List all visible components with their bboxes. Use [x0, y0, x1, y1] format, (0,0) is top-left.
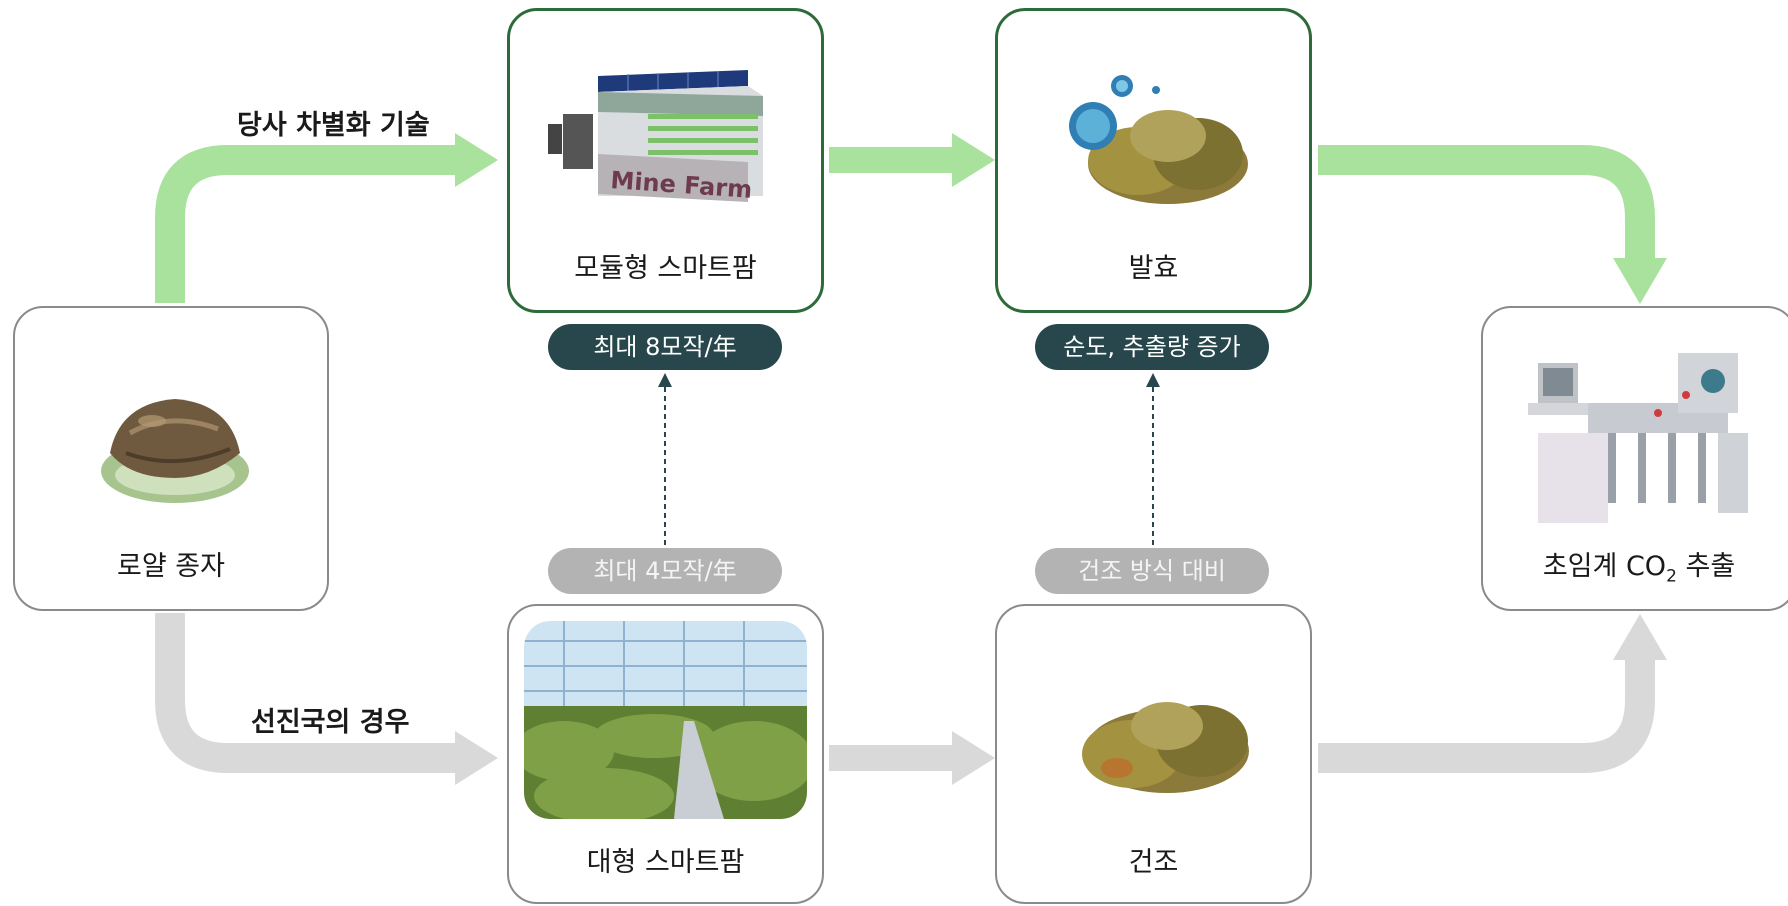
- gray-arrowhead-2: [952, 731, 995, 785]
- dashed-arrowhead-left: [658, 373, 672, 387]
- node-extraction: 초임계 CO2 추출: [1481, 306, 1788, 611]
- badge-purity-increase: 순도, 추출량 증가: [1035, 324, 1269, 370]
- route-label-bottom: 선진국의 경우: [251, 707, 410, 738]
- node-large-smart-farm: 대형 스마트팜: [507, 604, 824, 904]
- node-large-smart-farm-label: 대형 스마트팜: [586, 847, 745, 878]
- seed-image: [101, 399, 249, 503]
- greenhouse-image: [524, 621, 807, 819]
- green-arrowhead-2: [952, 133, 995, 187]
- node-fermentation: 발효: [995, 8, 1312, 313]
- dashed-arrowhead-right: [1146, 373, 1160, 387]
- gray-arrow-body-2: [829, 745, 957, 771]
- node-modular-smart-farm: Mine Farm 모듈형 스마트팜: [507, 8, 824, 313]
- green-path-ferment-to-extract: [1318, 145, 1655, 262]
- node-extraction-label: 초임계 CO2 추출: [1542, 551, 1736, 587]
- route-label-top: 당사 차별화 기술: [237, 110, 430, 141]
- gray-path-seed-to-largefarm: [155, 613, 460, 773]
- fermented-bud-image: [1069, 75, 1248, 204]
- node-seed: 로얄 종자: [13, 306, 329, 611]
- gray-arrowhead-1: [455, 731, 498, 785]
- container-farm-image: Mine Farm: [548, 70, 763, 204]
- node-drying: 건조: [995, 604, 1312, 904]
- gray-path-drying-to-extract: [1318, 656, 1655, 773]
- node-fermentation-label: 발효: [1128, 253, 1179, 284]
- green-arrowhead-3: [1613, 258, 1667, 304]
- gray-arrowhead-3: [1613, 614, 1667, 660]
- node-drying-label: 건조: [1128, 847, 1179, 878]
- node-modular-smart-farm-label: 모듈형 스마트팜: [574, 253, 757, 284]
- green-arrow-body-2: [829, 147, 957, 173]
- badge-max-8-crops: 최대 8모작/年: [548, 324, 782, 370]
- dried-bud-image: [1082, 702, 1249, 793]
- badge-max-4-crops: 최대 4모작/年: [548, 548, 782, 594]
- node-seed-label: 로얄 종자: [117, 551, 225, 582]
- green-arrowhead-1: [455, 133, 498, 187]
- green-path-seed-to-smartfarm: [155, 145, 460, 303]
- extraction-machine-image: [1528, 353, 1748, 523]
- badge-vs-drying: 건조 방식 대비: [1035, 548, 1269, 594]
